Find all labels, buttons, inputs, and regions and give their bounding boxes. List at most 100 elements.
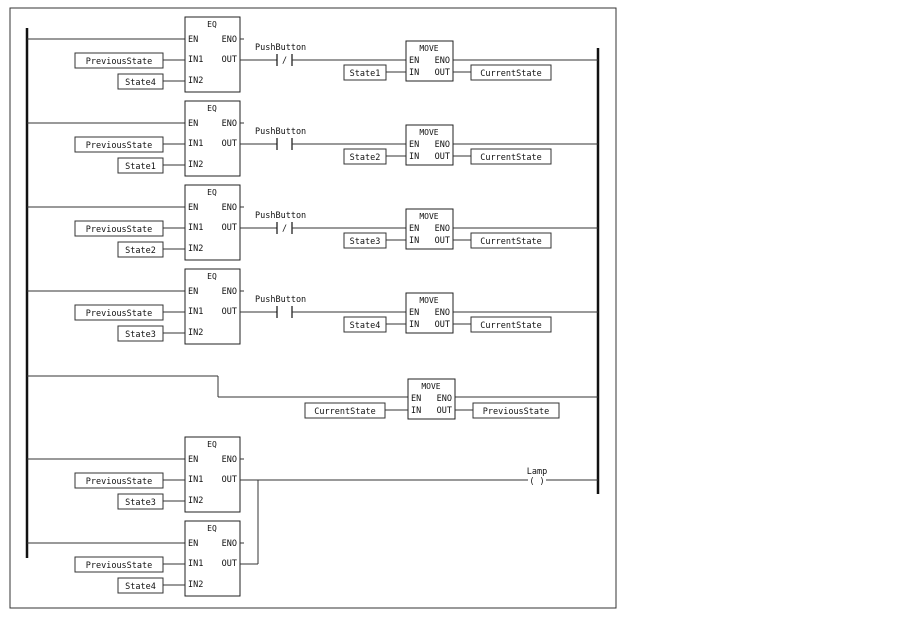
rung-4-move-in-pin: IN bbox=[409, 320, 419, 330]
rung-2-move-out-var: CurrentState bbox=[480, 153, 541, 163]
rung-lamp-branch-1-eq-in2-var-box: State3 bbox=[117, 493, 164, 510]
rung-3-move-in-pin: IN bbox=[409, 236, 419, 246]
rung-3-move-in-var: State3 bbox=[350, 237, 381, 247]
rung-lamp-branch-2-eq-in2-pin: IN2 bbox=[188, 580, 203, 590]
rung-1-move-out-var: CurrentState bbox=[480, 69, 541, 79]
rung-4-eq-en-pin: EN bbox=[188, 287, 198, 297]
rung-1-eq-in1-pin: IN1 bbox=[188, 55, 203, 65]
rung-4-eq-out-pin: OUT bbox=[222, 307, 237, 317]
rung-3-contact-label: PushButton bbox=[255, 211, 306, 221]
rung-4-eq-in1-var: PreviousState bbox=[86, 309, 153, 319]
rung-3-eq-title: EQ bbox=[207, 188, 217, 197]
rung-3-move-out-pin: OUT bbox=[435, 236, 450, 246]
rung-4-eq-in2-var: State3 bbox=[125, 330, 156, 340]
rung-4-eq-title: EQ bbox=[207, 272, 217, 281]
rung-2-eq-in1-var: PreviousState bbox=[86, 141, 153, 151]
rung-4-move-in-var-box: State4 bbox=[343, 316, 387, 333]
rung-4-move-in-var: State4 bbox=[350, 321, 381, 331]
rung-update-move-out-var-box: PreviousState bbox=[472, 402, 560, 419]
rung-2-eq-en-pin: EN bbox=[188, 119, 198, 129]
rung-4-eq-block bbox=[184, 268, 241, 345]
rung-1-eq-in2-var-box: State4 bbox=[117, 73, 164, 90]
rung-lamp-branch-1-eq-in1-var: PreviousState bbox=[86, 477, 153, 487]
rung-1-move-out-var-box: CurrentState bbox=[470, 64, 552, 81]
rung-update-move-en-pin: EN bbox=[411, 394, 421, 404]
rung-4-eq-in1-pin: IN1 bbox=[188, 307, 203, 317]
rung-4-move-en-pin: EN bbox=[409, 308, 419, 318]
rung-2-move-in-var: State2 bbox=[350, 153, 381, 163]
rung-2-move-in-pin: IN bbox=[409, 152, 419, 162]
rung-3-eq-in2-var-box: State2 bbox=[117, 241, 164, 258]
rung-update-move-in-var-box: CurrentState bbox=[304, 402, 386, 419]
rung-lamp-branch-1-eq-in2-pin: IN2 bbox=[188, 496, 203, 506]
rung-1-eq-eno-pin: ENO bbox=[222, 35, 237, 45]
rung-1-eq-block bbox=[184, 16, 241, 93]
rung-4-contact-label: PushButton bbox=[255, 295, 306, 305]
rung-lamp-branch-2-eq-in1-pin: IN1 bbox=[188, 559, 203, 569]
rung-1-eq-in2-pin: IN2 bbox=[188, 76, 203, 86]
rung-1-move-in-pin: IN bbox=[409, 68, 419, 78]
rung-2-contact-label: PushButton bbox=[255, 127, 306, 137]
rung-2-move-in-var-box: State2 bbox=[343, 148, 387, 165]
rung-1-contact-label: PushButton bbox=[255, 43, 306, 53]
rung-update-move-block bbox=[407, 378, 456, 420]
rung-lamp-coil-label: Lamp bbox=[527, 467, 547, 477]
rung-1-eq-out-pin: OUT bbox=[222, 55, 237, 65]
rung-1-move-block bbox=[405, 40, 454, 82]
rung-lamp-branch-1-eq-title: EQ bbox=[207, 440, 217, 449]
rung-4-eq-in1-var-box: PreviousState bbox=[74, 304, 164, 321]
rung-1-contact-slash: / bbox=[282, 56, 287, 66]
rung-3-move-eno-pin: ENO bbox=[435, 224, 450, 234]
rung-4-eq-in2-pin: IN2 bbox=[188, 328, 203, 338]
rung-3-eq-eno-pin: ENO bbox=[222, 203, 237, 213]
rung-update-move-out-var: PreviousState bbox=[483, 407, 550, 417]
rung-4-move-out-pin: OUT bbox=[435, 320, 450, 330]
rung-update-move-out-pin: OUT bbox=[437, 406, 452, 416]
rung-lamp-branch-2-eq-block bbox=[184, 520, 241, 597]
rung-4-eq-in2-var-box: State3 bbox=[117, 325, 164, 342]
rung-2-move-title: MOVE bbox=[419, 128, 438, 137]
rung-2-move-eno-pin: ENO bbox=[435, 140, 450, 150]
rung-3-eq-block bbox=[184, 184, 241, 261]
rung-3-move-in-var-box: State3 bbox=[343, 232, 387, 249]
rung-1-move-in-var-box: State1 bbox=[343, 64, 387, 81]
rung-4-move-out-var-box: CurrentState bbox=[470, 316, 552, 333]
rung-1-eq-en-pin: EN bbox=[188, 35, 198, 45]
rung-1-eq-in1-var-box: PreviousState bbox=[74, 52, 164, 69]
rung-3-move-block bbox=[405, 208, 454, 250]
rung-lamp-branch-1-eq-in2-var: State3 bbox=[125, 498, 156, 508]
rung-lamp-branch-2-eq-in1-var-box: PreviousState bbox=[74, 556, 164, 573]
rung-4-move-out-var: CurrentState bbox=[480, 321, 541, 331]
rung-3-eq-in2-pin: IN2 bbox=[188, 244, 203, 254]
rung-3-move-out-var: CurrentState bbox=[480, 237, 541, 247]
rung-lamp-branch-1-eq-en-pin: EN bbox=[188, 455, 198, 465]
rung-update-move-in-pin: IN bbox=[411, 406, 421, 416]
diagram-frame bbox=[9, 7, 617, 609]
rung-2-eq-in2-var: State1 bbox=[125, 162, 156, 172]
rung-4-move-eno-pin: ENO bbox=[435, 308, 450, 318]
rung-4-eq-eno-pin: ENO bbox=[222, 287, 237, 297]
rung-1-eq-title: EQ bbox=[207, 20, 217, 29]
rung-lamp-branch-1-eq-out-pin: OUT bbox=[222, 475, 237, 485]
rung-2-eq-eno-pin: ENO bbox=[222, 119, 237, 129]
rung-3-eq-in1-var-box: PreviousState bbox=[74, 220, 164, 237]
rung-lamp-branch-2-eq-out-pin: OUT bbox=[222, 559, 237, 569]
rung-1-eq-in1-var: PreviousState bbox=[86, 57, 153, 67]
rung-1-move-out-pin: OUT bbox=[435, 68, 450, 78]
rung-lamp-branch-2-eq-in2-var-box: State4 bbox=[117, 577, 164, 594]
rung-3-eq-in1-var: PreviousState bbox=[86, 225, 153, 235]
rung-2-eq-in2-var-box: State1 bbox=[117, 157, 164, 174]
rung-lamp-branch-2-eq-in1-var: PreviousState bbox=[86, 561, 153, 571]
rung-lamp-branch-2-eq-eno-pin: ENO bbox=[222, 539, 237, 549]
rung-2-eq-out-pin: OUT bbox=[222, 139, 237, 149]
rung-lamp-coil: ( ) bbox=[529, 477, 544, 487]
rung-2-move-en-pin: EN bbox=[409, 140, 419, 150]
rung-3-move-en-pin: EN bbox=[409, 224, 419, 234]
rung-4-move-title: MOVE bbox=[419, 296, 438, 305]
rung-1-move-in-var: State1 bbox=[350, 69, 381, 79]
rung-3-contact-slash: / bbox=[282, 224, 287, 234]
rung-3-move-title: MOVE bbox=[419, 212, 438, 221]
rung-3-move-out-var-box: CurrentState bbox=[470, 232, 552, 249]
